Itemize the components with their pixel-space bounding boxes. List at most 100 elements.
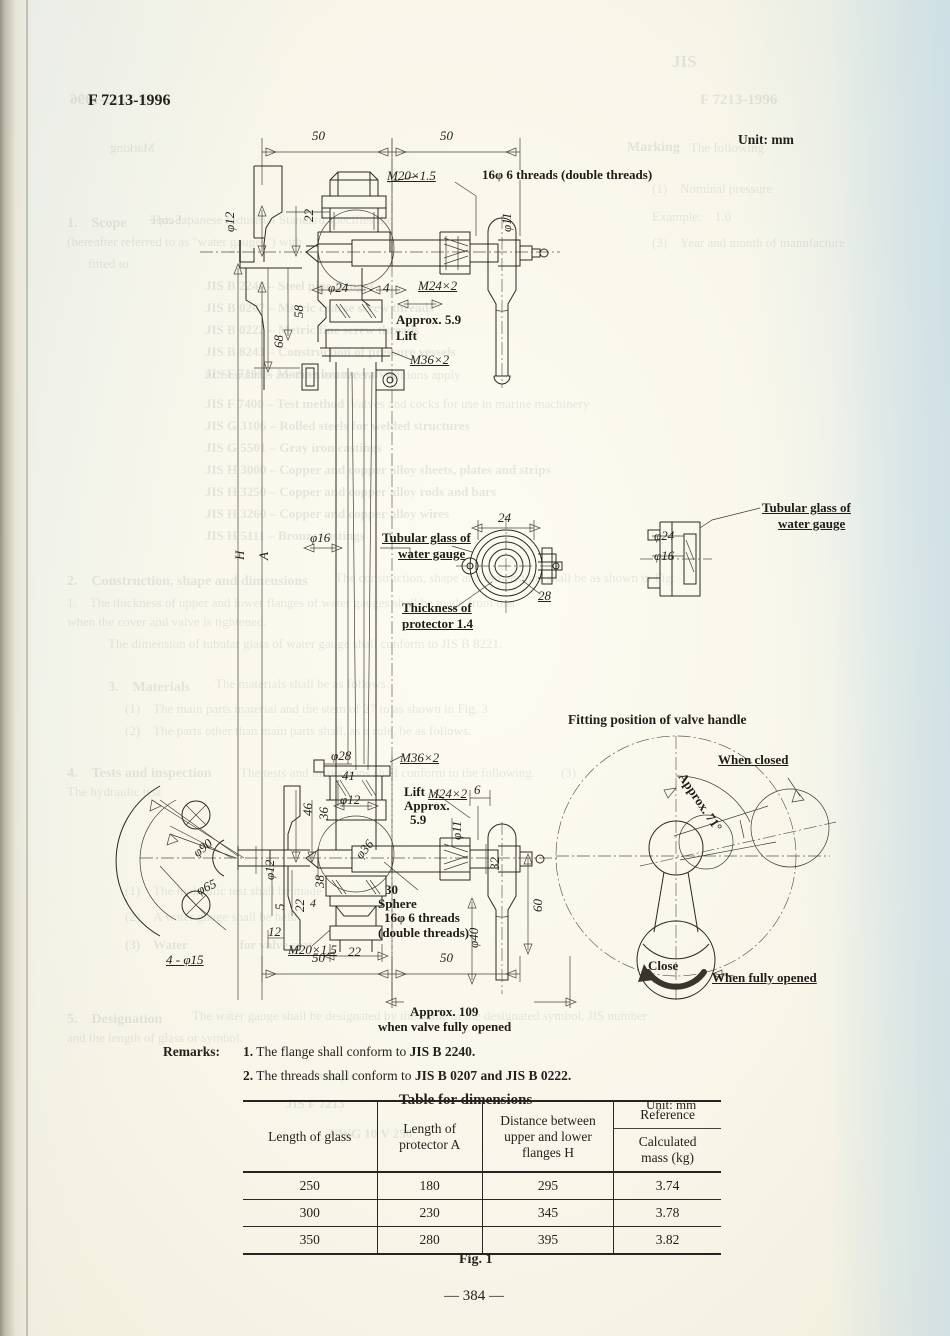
dim-22-top: 22 (301, 209, 316, 222)
page-title: F 7213-1996 (88, 92, 171, 109)
bottom-assembly (116, 756, 576, 1008)
binding-line (26, 0, 28, 1336)
side-tubular-glass-l1: Tubular glass of (762, 500, 851, 515)
cell-flanges-1: 345 (481, 1199, 614, 1227)
header-mass-l1: Calculated (638, 1134, 697, 1149)
tubular-glass-label-l1: Tubular glass of (382, 530, 471, 545)
when-closed-label: When closed (718, 752, 789, 767)
dim-58-top: 58 (291, 305, 306, 318)
cell-protector-0: 180 (376, 1171, 483, 1200)
handle-diagram-title: Fitting position of valve handle (568, 712, 747, 727)
threads-16phi6-l2-bottom: (double threads) (378, 925, 470, 940)
close-label: Close (648, 958, 679, 973)
lift-approx-top: Approx. 5.9 (396, 312, 462, 327)
thickness-label-l2: protector 1.4 (402, 616, 473, 631)
dia-12-inner-bottom: φ12 (340, 792, 361, 807)
cell-protector-2: 280 (376, 1226, 483, 1254)
side-dia-24: φ24 (654, 528, 675, 543)
thread-m24-top: M24×2 (418, 278, 458, 293)
table-row: 350 280 395 3.82 (243, 1226, 721, 1254)
cross-section-view (452, 516, 562, 616)
header-length-of-glass: Length of glass (243, 1100, 377, 1172)
cell-mass-2: 3.82 (613, 1226, 721, 1254)
side-tubular-glass-l2: water gauge (778, 516, 846, 531)
dim-5-bottom: 5 (272, 903, 287, 911)
dim-32-bottom: 32 (487, 857, 502, 870)
dim-6-bottom: 6 (474, 782, 481, 797)
dimensions-table-wrapper: Length of glass Length of protector A Di… (243, 1100, 721, 1256)
remark-1-ref: JIS B 2240. (409, 1044, 476, 1059)
dim-50-right-top: 50 (440, 128, 453, 143)
holes-4-phi15: 4 - φ15 (166, 952, 204, 967)
dimensions-table: Length of glass Length of protector A Di… (243, 1100, 721, 1256)
when-fully-opened-label: When fully opened (712, 970, 817, 985)
header-distance-l1: Distance between (500, 1112, 596, 1128)
lift-l3-bottom: 5.9 (410, 812, 427, 827)
dim-30-bottom: 30 (385, 882, 398, 897)
approx-109-l1: Approx. 109 (410, 1004, 479, 1019)
header-protector-l2: protector A (399, 1136, 461, 1152)
dia-24-top: φ24 (328, 280, 349, 295)
table-header-row-2: Calculated mass (kg) (243, 1128, 721, 1172)
dim-50-left-bottom: 50 (312, 950, 325, 965)
threads-16phi6-l1-bottom: 16φ 6 threads (384, 910, 460, 925)
table-header-row-1: Length of glass Length of protector A Di… (243, 1100, 721, 1172)
unit-note-top: Unit: mm (738, 132, 794, 147)
thread-m20-top: M20×1.5 (387, 168, 436, 183)
header-calculated-mass: Calculated mass (kg) (613, 1128, 721, 1172)
cell-mass-0: 3.74 (613, 1171, 721, 1200)
header-distance-l2: upper and lower (504, 1128, 592, 1144)
remark-2: 2. The threads shall conform to JIS B 02… (243, 1068, 571, 1084)
dia-12-left-bottom: φ12 (262, 859, 277, 880)
dim-A: A (256, 552, 271, 560)
remark-2-number: 2. (243, 1068, 254, 1083)
handle-position-diagram (556, 736, 836, 1000)
lift-word-top: Lift (396, 328, 417, 343)
dim-H: H (232, 550, 247, 560)
cell-flanges-0: 295 (481, 1171, 614, 1200)
dim-12-bottom: 12 (268, 924, 281, 939)
dim-41-bottom: 41 (342, 768, 355, 783)
dia-11-bottom: φ11 (449, 820, 464, 840)
dim-50-right-bottom: 50 (440, 950, 453, 965)
header-distance-flanges: Distance between upper and lower flanges… (481, 1100, 614, 1172)
header-distance-l3: flanges H (521, 1144, 575, 1160)
header-protector-l1: Length of (403, 1120, 457, 1136)
dim-38-bottom: 38 (312, 875, 327, 888)
binding-edge (0, 0, 34, 1336)
dim-4-bottom: 4 (310, 896, 316, 910)
thread-16phi6-top: 16φ 6 threads (double threads) (482, 167, 653, 182)
dim-36-bottom: 36 (316, 807, 331, 820)
dia-11-top: φ11 (499, 212, 514, 232)
dia-12-top: φ12 (222, 211, 237, 232)
dim-68-top: 68 (271, 335, 286, 348)
table-row: 250 180 295 3.74 (243, 1171, 721, 1200)
thickness-label-l1: Thickness of (402, 600, 472, 615)
dim-50-left-top: 50 (312, 128, 325, 143)
remark-1-number: 1. (243, 1044, 254, 1059)
tubular-glass-label-l2: water gauge (398, 546, 466, 561)
page-edge-tint (830, 0, 950, 1336)
sphere-label: Sphere (378, 896, 417, 911)
remark-1: 1. The flange shall conform to JIS B 224… (243, 1044, 475, 1060)
header-mass-l2: mass (kg) (641, 1150, 695, 1165)
lift-l2-bottom: Approx. (404, 798, 450, 813)
lift-l1-bottom: Lift (404, 784, 425, 799)
top-assembly (200, 138, 560, 1000)
dia-16-top: φ16 (310, 530, 331, 545)
dim-46-bottom: 46 (300, 803, 315, 816)
remark-1-text: The flange shall conform to (256, 1044, 410, 1059)
cell-flanges-2: 395 (481, 1226, 614, 1254)
dim-4-top: 4 (383, 280, 390, 295)
cell-glass-0: 250 (243, 1171, 377, 1200)
dim-22-bottom-h: 22 (348, 944, 361, 959)
table-row: 300 230 345 3.78 (243, 1199, 721, 1227)
thread-m36-top: M36×2 (410, 352, 450, 367)
header-length-of-protector: Length of protector A (376, 1100, 483, 1172)
side-dia-16: φ16 (654, 548, 675, 563)
cell-mass-1: 3.78 (613, 1199, 721, 1227)
dia-28-bottom: φ28 (331, 748, 352, 763)
dim-22-bottom-v: 22 (292, 899, 307, 912)
